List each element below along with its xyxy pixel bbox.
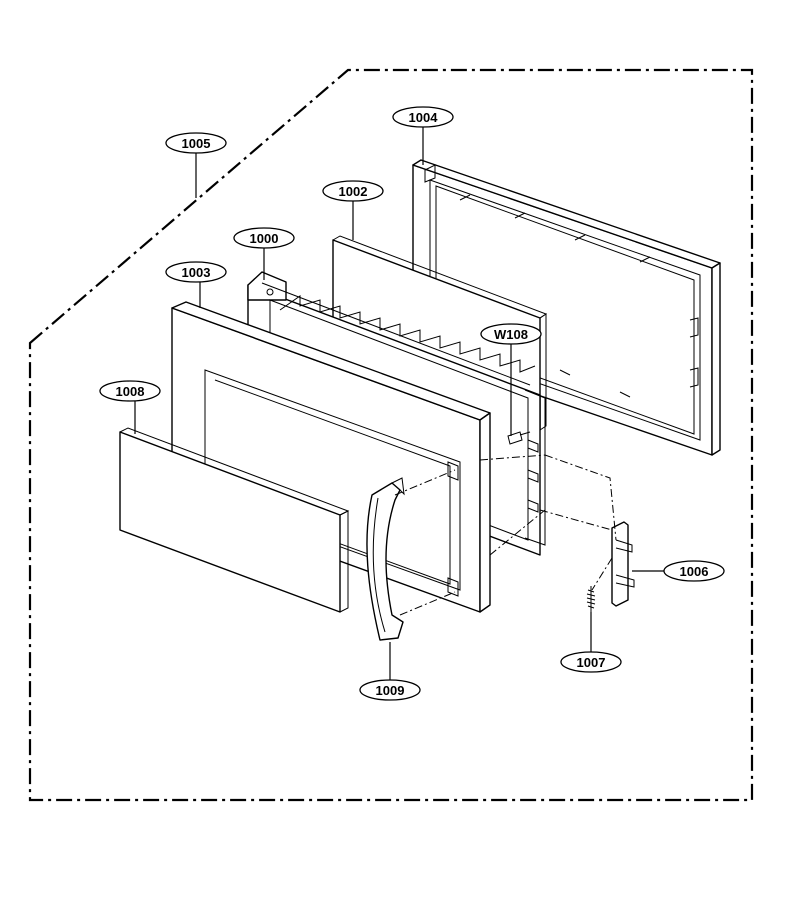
spring-1007-drawing xyxy=(586,586,596,612)
door-frame-1004-drawing xyxy=(412,159,721,456)
callout-1007: 1007 xyxy=(560,651,622,673)
callout-1008: 1008 xyxy=(99,380,161,402)
label-1005: 1005 xyxy=(182,136,211,151)
label-1003: 1003 xyxy=(182,265,211,280)
callout-1003: 1003 xyxy=(165,261,227,283)
screw-w108-drawing xyxy=(507,431,531,445)
callout-1002: 1002 xyxy=(322,180,384,202)
alignment-lines xyxy=(394,454,617,616)
label-1007: 1007 xyxy=(577,655,606,670)
label-1009: 1009 xyxy=(376,683,405,698)
callout-1005: 1005 xyxy=(165,132,227,154)
label-1000: 1000 xyxy=(250,231,279,246)
callout-1009: 1009 xyxy=(359,679,421,701)
handle-1009-drawing xyxy=(366,477,405,641)
glass-panel-1008-drawing xyxy=(119,427,350,613)
leader-lines xyxy=(134,126,664,680)
label-1006: 1006 xyxy=(680,564,709,579)
latch-1006-drawing xyxy=(611,521,635,607)
label-1004: 1004 xyxy=(409,110,439,125)
callout-1000: 1000 xyxy=(233,227,295,249)
callout-w108: W108 xyxy=(480,323,542,345)
label-1008: 1008 xyxy=(116,384,145,399)
callout-1006: 1006 xyxy=(663,560,725,582)
enclosure-border xyxy=(28,68,754,802)
label-w108: W108 xyxy=(494,327,528,342)
callout-1004: 1004 xyxy=(392,106,454,128)
label-1002: 1002 xyxy=(339,184,368,199)
choke-frame-1003-drawing xyxy=(171,301,491,613)
